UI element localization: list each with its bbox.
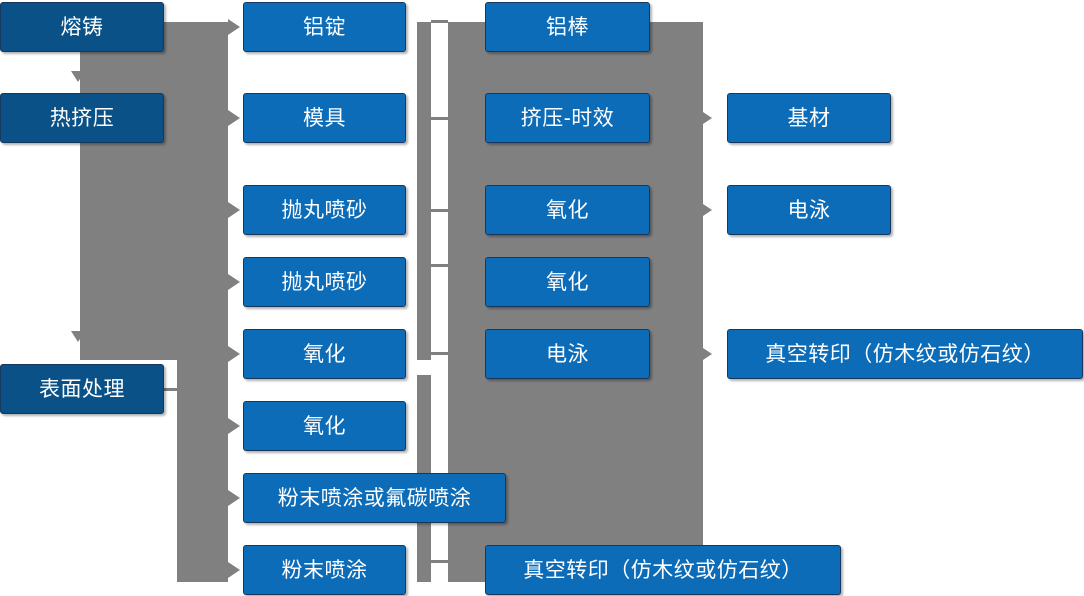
node-box-oxidation-1[interactable]: 氧化: [243, 329, 406, 379]
connector-left-trunk-narrow: [177, 360, 228, 582]
node-box-aluminum-bar[interactable]: 铝棒: [485, 2, 650, 52]
rung-oxidation-4: [431, 264, 448, 267]
arrow-down-to-hot-extrusion: [71, 71, 85, 82]
node-label-powder-or-fluorocarbon-spray: 粉末喷涂或氟碳喷涂: [277, 486, 472, 510]
node-box-vacuum-transfer-right[interactable]: 真空转印（仿木纹或仿石纹）: [727, 329, 1083, 379]
stage-label-hot-extrusion: 热挤压: [49, 106, 115, 130]
arrow-to-aluminum-ingot: [228, 19, 240, 35]
arrow-to-substrate: [703, 112, 712, 124]
arrow-to-vacuum-transfer-right: [703, 348, 712, 360]
arrow-to-oxidation-2: [228, 418, 240, 434]
arrow-to-shot-blasting-2: [228, 274, 240, 290]
node-label-aluminum-bar: 铝棒: [546, 15, 589, 39]
node-label-oxidation-1: 氧化: [303, 342, 346, 366]
arrow-down-to-surface-treatment: [71, 331, 85, 342]
node-box-oxidation-4[interactable]: 氧化: [485, 257, 650, 307]
stage-label-surface-treatment: 表面处理: [39, 377, 125, 401]
arrow-to-oxidation-1: [228, 346, 240, 362]
node-box-shot-blasting-2[interactable]: 抛丸喷砂: [243, 257, 406, 307]
node-label-vacuum-transfer-right: 真空转印（仿木纹或仿石纹）: [765, 342, 1045, 366]
node-label-oxidation-3: 氧化: [546, 198, 589, 222]
stage-box-hot-extrusion[interactable]: 热挤压: [0, 93, 164, 143]
rung-vacuum-transfer-bottom: [431, 560, 448, 563]
stage-label-melting-casting: 熔铸: [60, 15, 104, 39]
node-box-substrate[interactable]: 基材: [727, 93, 891, 143]
stage-box-melting-casting[interactable]: 熔铸: [0, 2, 164, 52]
node-label-shot-blasting-2: 抛丸喷砂: [281, 270, 368, 294]
node-label-oxidation-4: 氧化: [546, 270, 589, 294]
node-box-oxidation-2[interactable]: 氧化: [243, 401, 406, 451]
stage-box-surface-treatment[interactable]: 表面处理: [0, 364, 164, 414]
rung-aluminum-bar: [431, 20, 448, 23]
node-box-electrophoresis-2[interactable]: 电泳: [727, 185, 891, 235]
rung-extrusion-aging: [431, 117, 448, 120]
connector-mid-rail-upper: [417, 22, 431, 360]
arrow-to-mold: [228, 110, 240, 126]
node-box-mold[interactable]: 模具: [243, 93, 406, 143]
connector-surface-treatment-stub: [164, 388, 180, 391]
arrow-to-electrophoresis-2: [703, 204, 712, 216]
node-label-substrate: 基材: [787, 106, 831, 130]
node-box-extrusion-aging[interactable]: 挤压-时效: [485, 93, 650, 143]
arrow-to-powder-spray: [228, 562, 240, 578]
node-box-powder-or-fluorocarbon-spray[interactable]: 粉末喷涂或氟碳喷涂: [243, 473, 506, 523]
node-label-aluminum-ingot: 铝锭: [303, 15, 346, 39]
node-box-electrophoresis-1[interactable]: 电泳: [485, 329, 650, 379]
node-box-aluminum-ingot[interactable]: 铝锭: [243, 2, 406, 52]
connector-left-trunk-wide: [80, 22, 228, 360]
node-box-shot-blasting-1[interactable]: 抛丸喷砂: [243, 185, 406, 235]
node-box-powder-spray[interactable]: 粉末喷涂: [243, 545, 406, 595]
node-label-oxidation-2: 氧化: [303, 414, 346, 438]
node-label-mold: 模具: [303, 106, 346, 130]
node-label-extrusion-aging: 挤压-时效: [520, 106, 615, 130]
rung-oxidation-3: [431, 209, 448, 212]
arrow-to-shot-blasting-1: [228, 202, 240, 218]
node-label-shot-blasting-1: 抛丸喷砂: [281, 198, 368, 222]
node-label-vacuum-transfer-bottom: 真空转印（仿木纹或仿石纹）: [523, 558, 803, 582]
arrow-to-powder-or-fluorocarbon-spray: [228, 490, 240, 506]
rung-electrophoresis-1: [431, 352, 448, 355]
node-label-electrophoresis-2: 电泳: [787, 198, 831, 222]
node-label-powder-spray: 粉末喷涂: [281, 558, 368, 582]
node-box-oxidation-3[interactable]: 氧化: [485, 185, 650, 235]
node-label-electrophoresis-1: 电泳: [546, 342, 589, 366]
node-box-vacuum-transfer-bottom[interactable]: 真空转印（仿木纹或仿石纹）: [485, 545, 841, 595]
